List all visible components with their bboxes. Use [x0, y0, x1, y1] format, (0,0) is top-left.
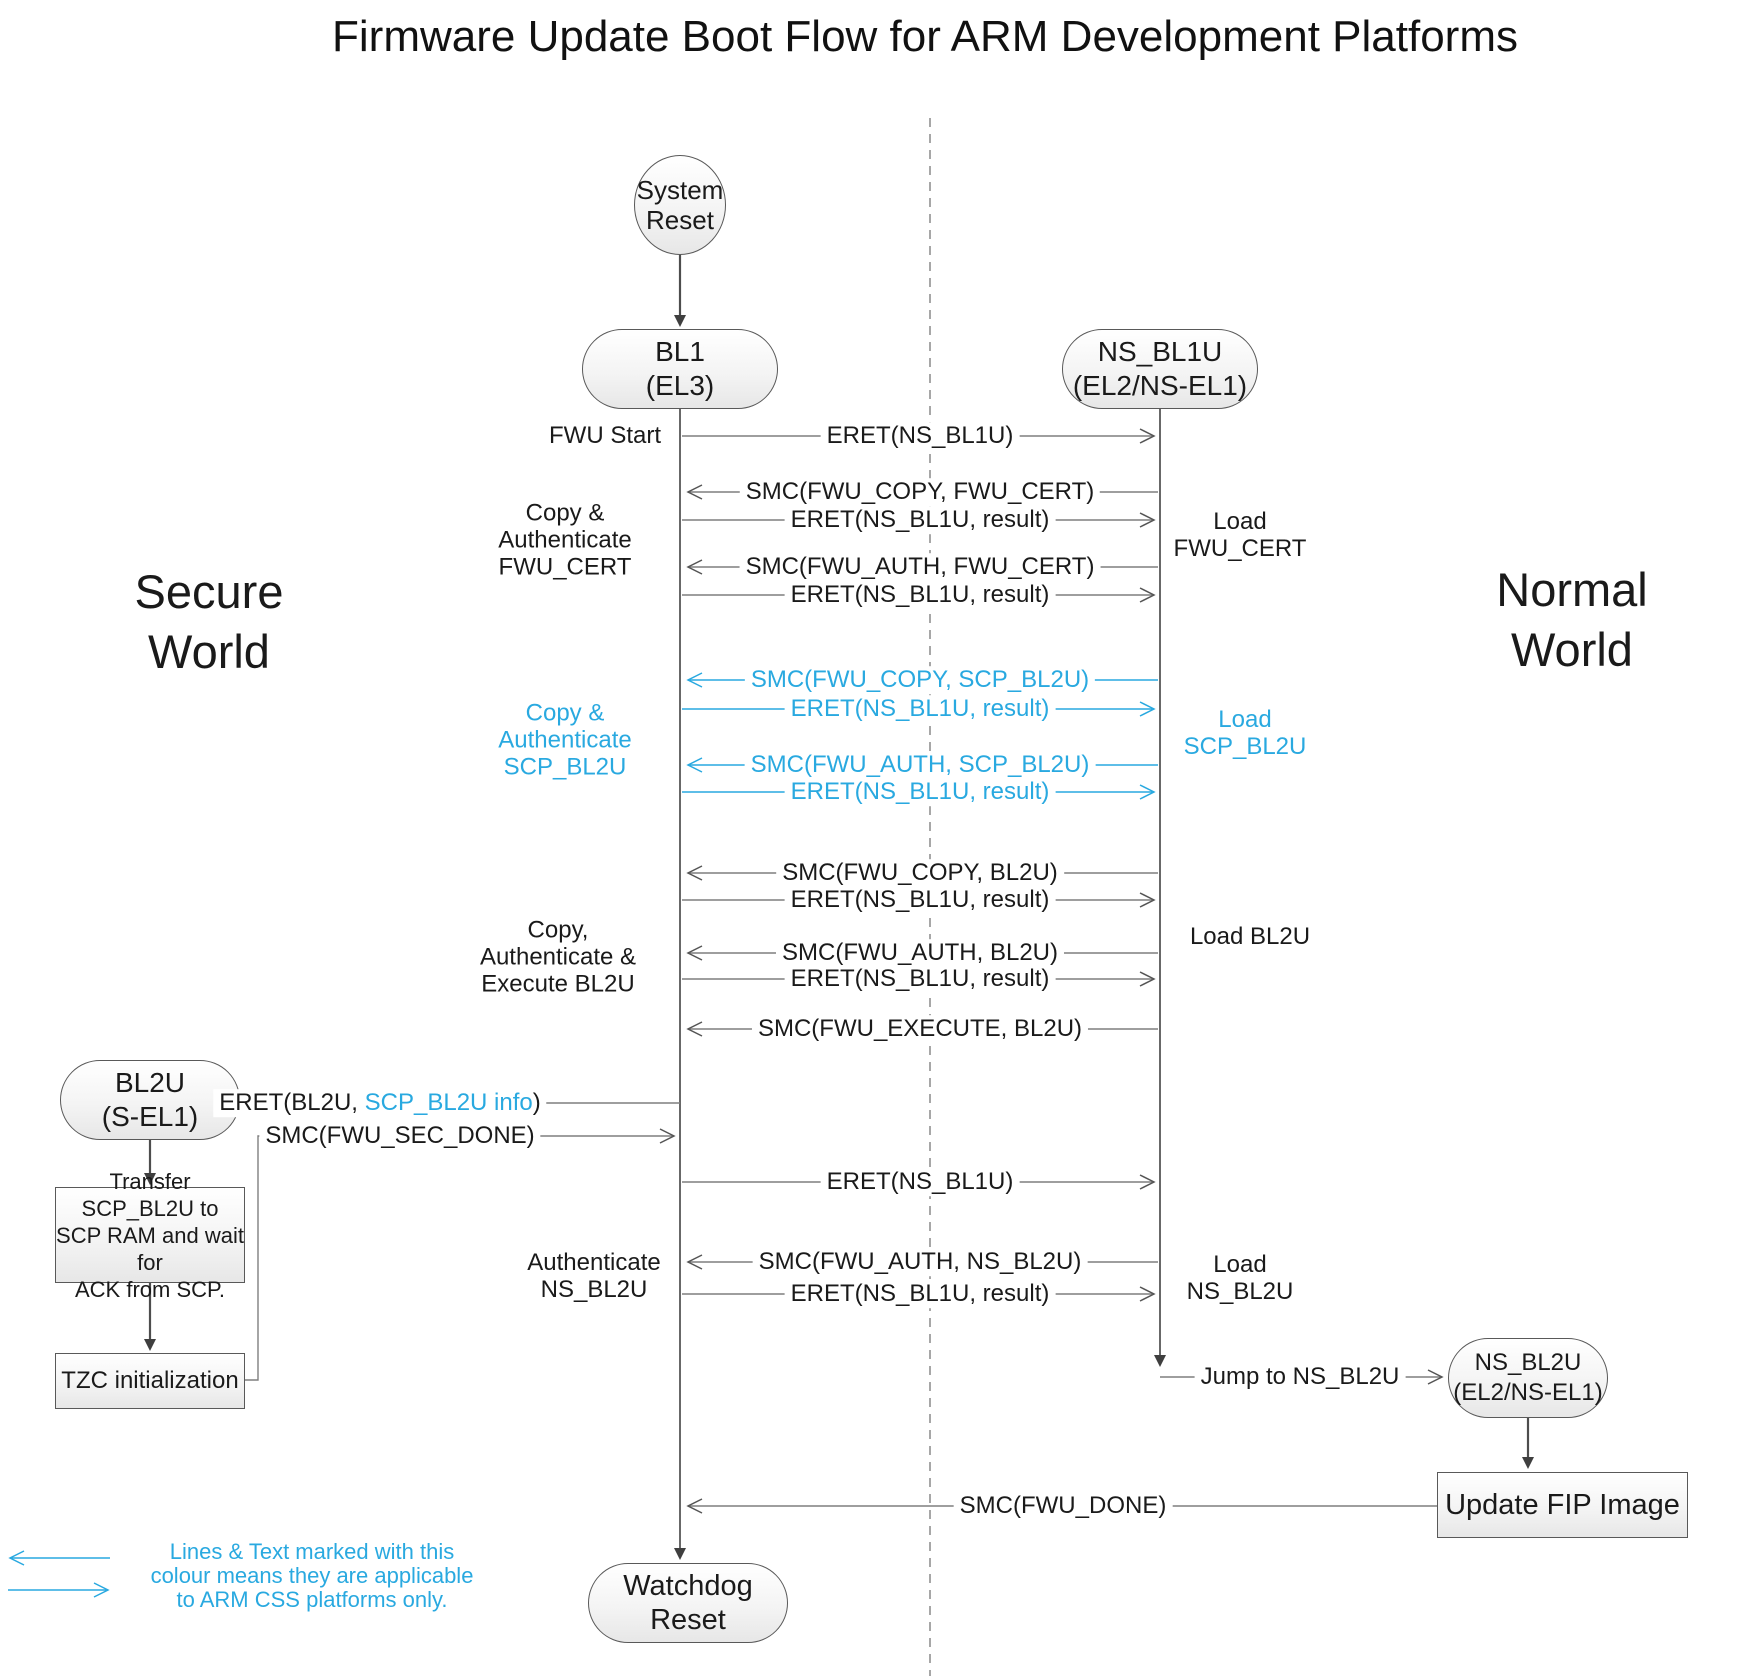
label-eret-result-scp-1: ERET(NS_BL1U, result)	[784, 695, 1056, 723]
label-smc-fwu-auth-bl2u: SMC(FWU_AUTH, BL2U)	[775, 939, 1065, 967]
label-copy-auth-exec-bl2u: Copy, Authenticate & Execute BL2U	[479, 916, 637, 998]
normal-world-label: Normal World	[1496, 563, 1648, 676]
label-copy-auth-fwu-cert: Copy & Authenticate FWU_CERT	[498, 499, 632, 581]
label-eret-bl2u: ERET(BL2U, SCP_BL2U info)	[213, 1089, 547, 1117]
node-ns-bl1u: NS_BL1U (EL2/NS-EL1)	[1062, 329, 1258, 409]
label-load-bl2u: Load BL2U	[1189, 923, 1311, 950]
secure-world-label: Secure World	[134, 565, 284, 678]
label-jump-to-ns-bl2u: Jump to NS_BL2U	[1194, 1363, 1406, 1391]
label-smc-fwu-sec-done: SMC(FWU_SEC_DONE)	[259, 1122, 541, 1150]
label-load-ns-bl2u: Load NS_BL2U	[1186, 1251, 1294, 1305]
label-fwu-start: FWU Start	[549, 422, 661, 449]
node-watchdog-reset: Watchdog Reset	[588, 1563, 788, 1643]
node-update-fip-image: Update FIP Image	[1437, 1472, 1688, 1538]
node-ns-bl2u: NS_BL2U (EL2/NS-EL1)	[1448, 1338, 1608, 1418]
label-smc-fwu-auth-fwu-cert: SMC(FWU_AUTH, FWU_CERT)	[739, 553, 1101, 581]
label-copy-auth-scp-bl2u: Copy & Authenticate SCP_BL2U	[498, 699, 632, 781]
label-smc-fwu-copy-scp-bl2u: SMC(FWU_COPY, SCP_BL2U)	[744, 666, 1096, 694]
node-system-reset: System Reset	[634, 155, 726, 255]
node-bl2u: BL2U (S-EL1)	[60, 1060, 240, 1140]
label-authenticate-ns-bl2u: Authenticate NS_BL2U	[527, 1249, 661, 1303]
node-tzc-initialization: TZC initialization	[55, 1353, 245, 1409]
label-eret-result-scp-2: ERET(NS_BL1U, result)	[784, 778, 1056, 806]
label-smc-fwu-auth-scp-bl2u: SMC(FWU_AUTH, SCP_BL2U)	[744, 751, 1096, 779]
node-bl1: BL1 (EL3)	[582, 329, 778, 409]
label-eret-ns-bl1u-resume: ERET(NS_BL1U)	[820, 1168, 1020, 1196]
label-eret-ns-bl1u-start: ERET(NS_BL1U)	[820, 422, 1020, 450]
label-smc-fwu-done: SMC(FWU_DONE)	[953, 1492, 1173, 1520]
label-eret-result-5: ERET(NS_BL1U, result)	[784, 1280, 1056, 1308]
label-eret-result-4: ERET(NS_BL1U, result)	[784, 965, 1056, 993]
node-transfer-scp-bl2u: Transfer SCP_BL2U to SCP RAM and wait fo…	[55, 1168, 245, 1302]
label-load-fwu-cert: Load FWU_CERT	[1173, 508, 1307, 562]
label-eret-result-2: ERET(NS_BL1U, result)	[784, 581, 1056, 609]
label-smc-fwu-execute-bl2u: SMC(FWU_EXECUTE, BL2U)	[751, 1015, 1089, 1043]
label-smc-fwu-copy-fwu-cert: SMC(FWU_COPY, FWU_CERT)	[739, 478, 1101, 506]
label-smc-fwu-auth-ns-bl2u: SMC(FWU_AUTH, NS_BL2U)	[752, 1248, 1088, 1276]
legend-note: Lines & Text marked with this colour mea…	[150, 1539, 474, 1612]
label-eret-result-1: ERET(NS_BL1U, result)	[784, 506, 1056, 534]
page-title: Firmware Update Boot Flow for ARM Develo…	[332, 12, 1518, 61]
label-smc-fwu-copy-bl2u: SMC(FWU_COPY, BL2U)	[776, 859, 1064, 887]
label-load-scp-bl2u: Load SCP_BL2U	[1183, 706, 1307, 760]
label-eret-result-3: ERET(NS_BL1U, result)	[784, 886, 1056, 914]
